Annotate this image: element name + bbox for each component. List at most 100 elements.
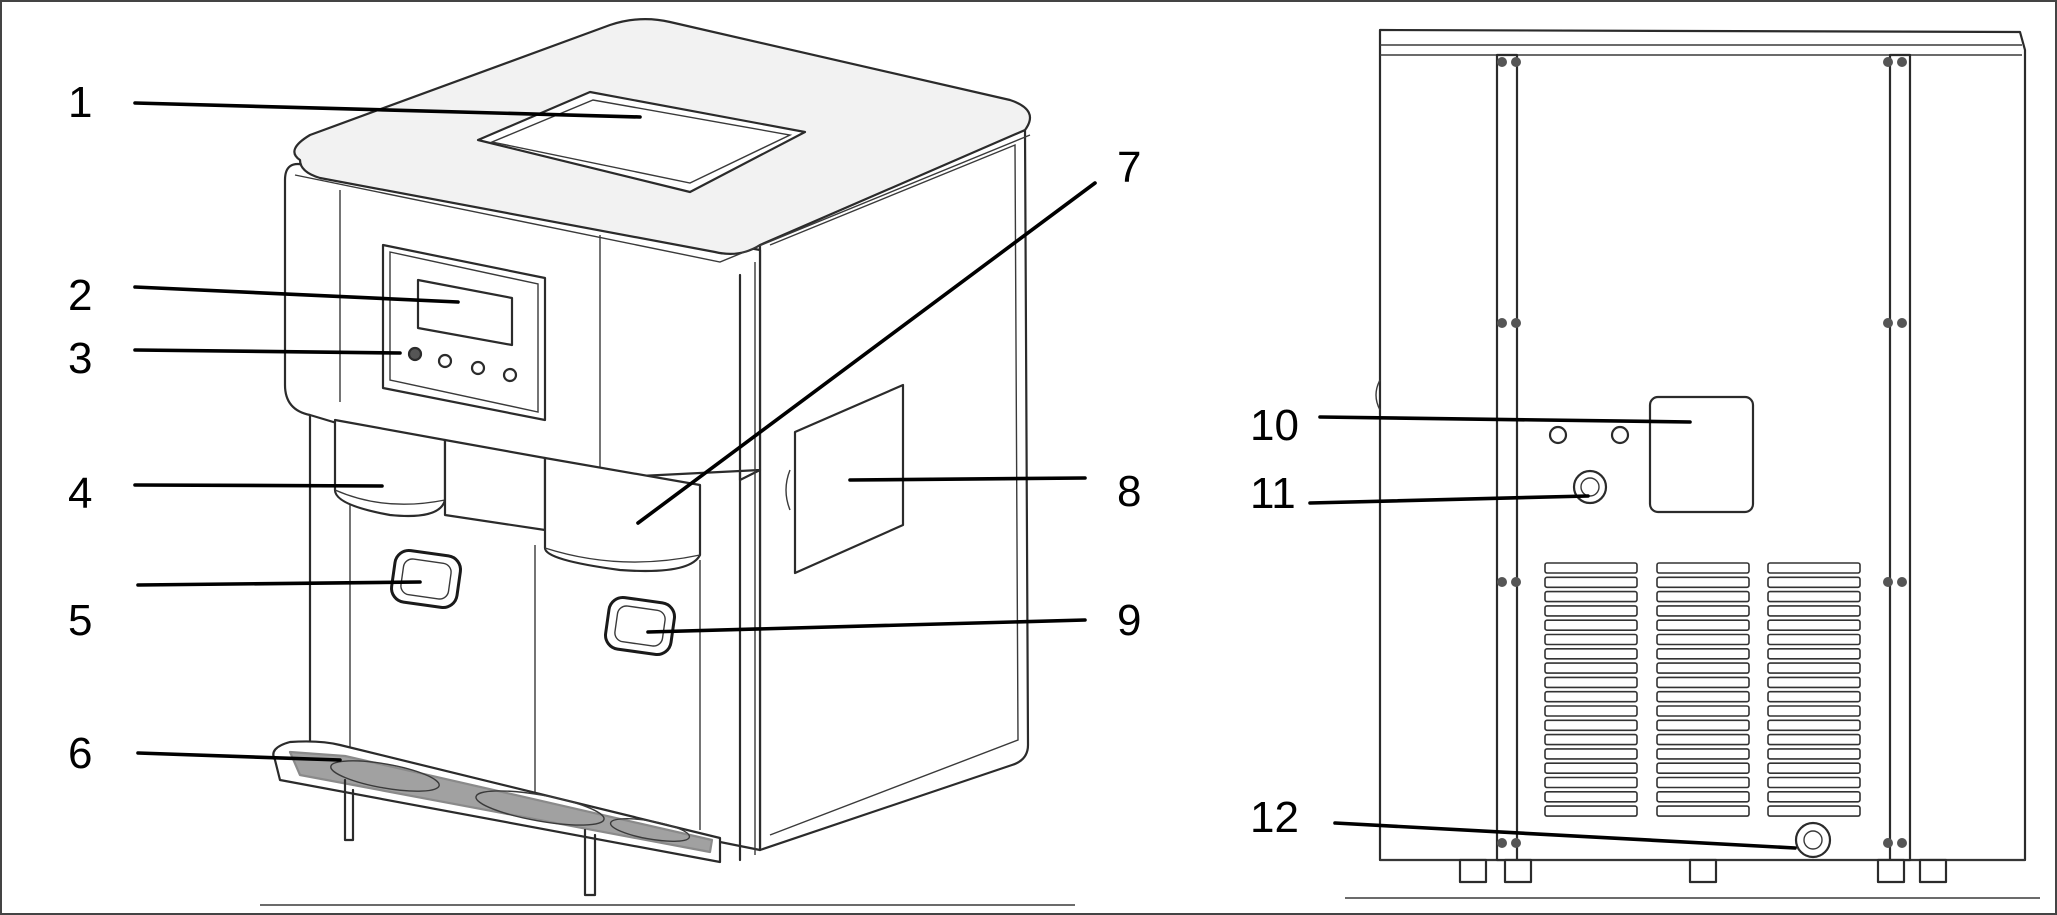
ventilation-grilles <box>1544 562 1861 817</box>
grille-slat <box>1767 733 1861 746</box>
grille-slat <box>1767 662 1861 674</box>
grille-slat <box>1544 748 1638 760</box>
grille-slat <box>1656 776 1750 789</box>
grille-slat <box>1767 719 1861 732</box>
grille-slat <box>1544 647 1638 660</box>
leader-3 <box>133 348 402 355</box>
back-rivets <box>1497 57 1907 848</box>
grille-slat <box>1544 790 1638 803</box>
grille-slat <box>1544 562 1638 574</box>
grille-slat <box>1544 705 1638 717</box>
callout-5: 5 <box>68 596 92 645</box>
front-view <box>260 18 1075 906</box>
grille-slat <box>1656 762 1750 775</box>
grille-slat <box>1767 762 1861 775</box>
grille-slat <box>1767 619 1861 632</box>
callout-3: 3 <box>68 334 92 383</box>
grille-slat <box>1767 562 1861 574</box>
grille-slat <box>1656 719 1750 732</box>
control-button-3 <box>470 360 486 376</box>
callout-12: 12 <box>1250 793 1299 842</box>
grille-slat <box>1544 676 1638 689</box>
grille-slat <box>1767 647 1861 660</box>
grille-slat <box>1656 647 1750 660</box>
callout-4: 4 <box>68 469 92 518</box>
back-view <box>1345 28 2040 899</box>
leader-4 <box>133 483 384 488</box>
power-cord-socket-inner <box>1580 477 1600 497</box>
grille-slat <box>1544 805 1638 817</box>
grille-slat <box>1767 690 1861 703</box>
grille-slat <box>1544 719 1638 732</box>
grille-slat <box>1767 805 1861 817</box>
grille-slat <box>1656 633 1750 646</box>
grille-slat <box>1767 590 1861 603</box>
ice-outlet-right-rim <box>544 547 701 563</box>
grille-slat <box>1544 776 1638 789</box>
grille-slat <box>1767 576 1861 589</box>
grille-slat <box>1767 633 1861 646</box>
grille-slat <box>1656 690 1750 703</box>
drip-tray-swirl-1 <box>330 760 440 792</box>
callout-7: 7 <box>1117 143 1141 192</box>
grille-slat <box>1767 676 1861 689</box>
leader-lines <box>133 101 1797 850</box>
grille-slat <box>1656 733 1750 746</box>
leader-12 <box>1333 821 1797 850</box>
grille-slat <box>1544 762 1638 775</box>
back-screw-left <box>1548 425 1568 445</box>
grille-slat <box>1656 619 1750 632</box>
tank-door-latch <box>785 469 791 511</box>
callout-11: 11 <box>1250 469 1296 518</box>
power-cord-socket <box>1572 469 1608 505</box>
grille-slat <box>1656 562 1750 574</box>
select-button-right-inner <box>614 605 666 647</box>
lcd-display <box>416 278 514 347</box>
callout-1: 1 <box>68 78 92 127</box>
foot-left <box>343 778 355 842</box>
grille-slat <box>1656 590 1750 603</box>
grille-slat <box>1656 748 1750 760</box>
grille-slat <box>1544 605 1638 617</box>
grille-slat <box>1544 619 1638 632</box>
grille-slat <box>1656 576 1750 589</box>
grille-slat <box>1544 590 1638 603</box>
rating-label-plate <box>1648 395 1755 514</box>
drain-plug <box>1794 821 1832 859</box>
back-rail-right <box>1888 53 1912 862</box>
control-button-4 <box>502 367 518 383</box>
back-side-bump <box>1375 379 1381 411</box>
grille-slat <box>1767 776 1861 789</box>
callout-2: 2 <box>68 271 92 320</box>
ice-outlet-left <box>333 418 447 518</box>
leader-5 <box>136 580 422 587</box>
drip-tray-grate <box>288 750 714 854</box>
grille-slat <box>1544 633 1638 646</box>
grille-slat <box>1656 790 1750 803</box>
control-button-2 <box>437 353 453 369</box>
leader-7 <box>636 181 1097 525</box>
grille-slat <box>1656 676 1750 689</box>
select-button-left-inner <box>400 558 452 600</box>
foot-middle <box>583 828 597 897</box>
grille-slat <box>1656 605 1750 617</box>
leader-8 <box>848 476 1087 482</box>
grille-slat <box>1767 748 1861 760</box>
leader-11 <box>1308 494 1590 505</box>
drip-tray-swirl-2 <box>475 790 605 826</box>
leader-2 <box>133 285 460 304</box>
grille-slat <box>1544 733 1638 746</box>
control-panel-bezel <box>389 251 539 413</box>
callout-6: 6 <box>68 729 92 778</box>
grille-slat <box>1544 690 1638 703</box>
leader-10 <box>1318 415 1692 424</box>
callout-numbers: 1 2 3 4 5 6 7 8 9 10 11 12 <box>68 78 1299 842</box>
grille-slat <box>1767 790 1861 803</box>
grille-slat <box>1544 576 1638 589</box>
grille-slat <box>1656 805 1750 817</box>
grille-slat <box>1656 705 1750 717</box>
back-screw-right <box>1610 425 1630 445</box>
leader-1 <box>133 101 642 119</box>
lid-lower-edge <box>294 134 1031 263</box>
